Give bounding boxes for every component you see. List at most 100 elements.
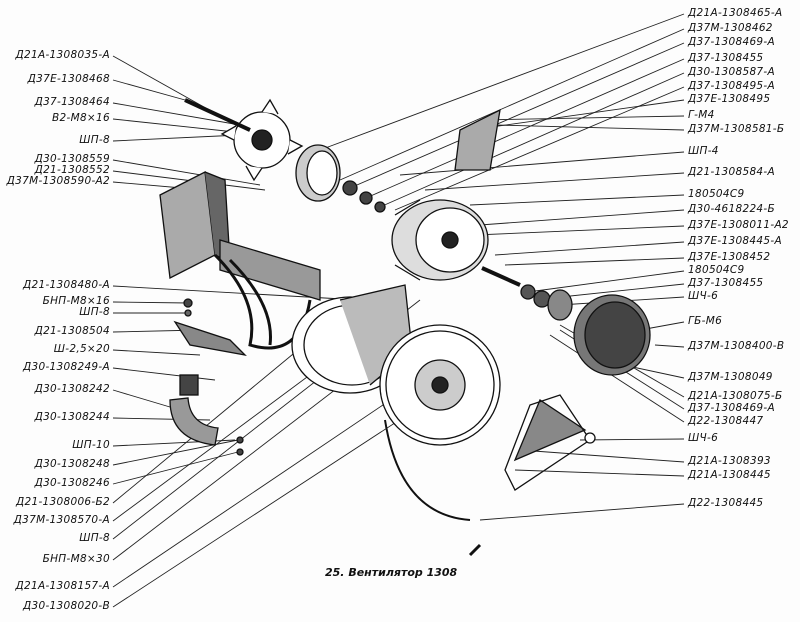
part-label-right: Д37М-1308049: [688, 371, 773, 383]
fan-rotor: [391, 199, 489, 281]
part-label-right: Д30-1308587-А: [688, 66, 775, 78]
part-label-left: Ш-2,5×20: [53, 343, 110, 355]
part-label-left: Д21-1308552: [34, 164, 110, 176]
part-label-left: В2-М8×16: [52, 112, 110, 124]
part-label-right: ШЧ-6: [688, 290, 719, 302]
part-label-right: Д22-1308447: [688, 415, 764, 427]
part-label-left: БНП-М8×30: [42, 553, 110, 565]
part-label-left: БНП-М8×16: [42, 295, 110, 307]
leader-line: [479, 503, 685, 521]
leader-line: [494, 241, 685, 256]
fan-impeller: [184, 98, 304, 182]
part-label-left: Д30-1308244: [34, 411, 110, 423]
part-label-left: Д30-1308559: [34, 153, 110, 165]
leader-line: [494, 124, 685, 131]
leader-line: [479, 115, 685, 121]
leader-line: [112, 301, 189, 304]
fan-ring: [295, 144, 341, 202]
part-label-right: Д37М-1308581-Б: [688, 123, 785, 135]
part-label-right: ГБ-М6: [688, 315, 723, 327]
part-label-left: Д30-1308246: [34, 477, 110, 489]
part-label-left: ШП-8: [79, 306, 110, 318]
clamp: [169, 374, 219, 446]
leader-line: [112, 349, 201, 356]
leader-line: [349, 42, 685, 189]
leader-line: [365, 58, 685, 199]
part-label-right: Д21А-1308393: [688, 455, 771, 467]
leader-line: [112, 134, 241, 142]
leader-line: [504, 257, 685, 266]
bracket: [173, 320, 247, 357]
leader-line: [399, 151, 685, 176]
leader-line: [394, 86, 685, 211]
leader-line: [112, 285, 361, 301]
part-label-right: Д21А-1308465-А: [688, 7, 783, 19]
leader-line: [112, 439, 236, 447]
part-label-right: Д37Е-1308445-А: [688, 235, 782, 247]
part-label-left: Д21-1308504: [34, 325, 110, 337]
part-label-right: Д22-1308445: [688, 497, 764, 509]
leader-line: [112, 102, 241, 126]
part-label-right: Д21А-1308075-Б: [688, 390, 783, 402]
leader-line: [379, 72, 685, 208]
part-label-right: Д37-1308469-А: [688, 36, 775, 48]
part-label-right: Д21-1308584-А: [688, 166, 775, 178]
leader-line: [339, 28, 685, 181]
leader-line: [112, 79, 186, 101]
part-label-left: Д21-1308006-Б2: [16, 496, 110, 508]
leader-line: [474, 225, 685, 236]
part-label-right: Д37-1308469-А: [688, 402, 775, 414]
part-label-right: ШЧ-6: [688, 432, 719, 444]
part-label-right: Д37-1308455: [688, 277, 764, 289]
part-label-left: Д21А-1308035-А: [15, 49, 110, 61]
leader-line: [112, 389, 181, 411]
part-label-right: ШП-4: [688, 145, 719, 157]
leader-line: [654, 344, 685, 348]
leader-line: [112, 367, 216, 381]
part-label-left: Д21А-1308157-А: [15, 580, 110, 592]
part-label-left: Д30-1308248: [34, 458, 110, 470]
round-grille: [573, 294, 651, 376]
part-label-right: Г-М4: [688, 109, 715, 121]
pulley: [379, 324, 501, 521]
part-label-left: Д21-1308480-А: [23, 279, 110, 291]
part-label-right: Д37-1308455: [688, 52, 764, 64]
part-label-left: Д30-1308249-А: [23, 361, 110, 373]
leader-line: [112, 451, 239, 485]
part-label-right: 180504С9: [688, 264, 745, 276]
leader-line: [424, 172, 685, 191]
part-label-left: Д37М-1308590-А2: [6, 175, 110, 187]
part-label-left: Д37-1308464: [34, 96, 110, 108]
part-label-right: Д30-4618224-Б: [688, 203, 776, 215]
leader-line: [469, 194, 685, 206]
part-label-left: Д37Е-1308468: [27, 73, 110, 85]
leader-line: [579, 438, 685, 441]
figure-caption: 25. Вентилятор 1308: [325, 566, 458, 579]
leader-line: [549, 334, 685, 423]
leader-line: [112, 339, 311, 504]
leader-line: [112, 359, 331, 522]
leader-line: [112, 439, 239, 466]
leader-line: [112, 118, 236, 133]
part-label-right: Д37М-1308400-В: [688, 340, 785, 352]
leader-line: [112, 159, 261, 186]
part-label-right: Д37Е-1308011-А2: [688, 219, 789, 231]
part-label-right: 180504С9: [688, 188, 745, 200]
leader-line: [519, 449, 685, 463]
plate-small: [454, 108, 501, 171]
mounting-plate: [504, 394, 596, 491]
part-label-right: Д37М-1308462: [688, 22, 773, 34]
part-label-left: Д30-1308020-В: [22, 600, 110, 612]
part-label-left: ШП-8: [79, 134, 110, 146]
leader-line: [319, 13, 685, 151]
part-label-left: ШП-10: [72, 439, 110, 451]
leader-line: [527, 270, 685, 293]
part-label-left: ШП-8: [79, 532, 110, 544]
part-label-right: Д37Е-1308495: [688, 93, 771, 105]
part-label-right: Д21А-1308445: [688, 469, 771, 481]
leader-line: [112, 379, 421, 588]
part-label-left: Д37М-1308570-А: [13, 514, 110, 526]
part-label-right: Д37-1308495-А: [688, 80, 775, 92]
